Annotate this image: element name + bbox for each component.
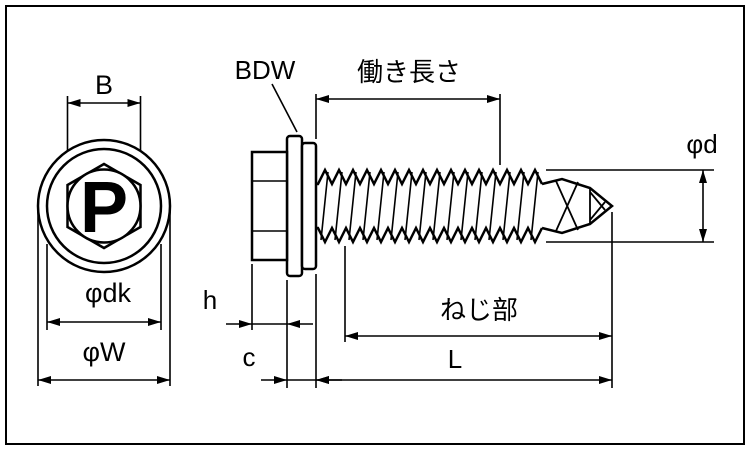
side-view: BDW 働き長さ φd h c ねじ部 L	[203, 55, 718, 388]
dim-label-phi-d: φd	[686, 129, 717, 159]
bdw-leader-line	[271, 83, 298, 133]
drill-point-outline	[541, 177, 614, 235]
dim-label-l: L	[448, 344, 462, 374]
head-top-circle	[66, 168, 142, 244]
hex-head-side	[250, 150, 289, 262]
thread-top-profile	[316, 167, 544, 187]
head-marking: P	[80, 168, 128, 248]
dim-label-phi-dk: φdk	[85, 278, 132, 308]
thread-helix-lines	[320, 171, 539, 241]
dim-label-b: B	[95, 70, 113, 100]
washer-metal-plate	[285, 134, 304, 278]
dim-label-h: h	[203, 285, 217, 315]
drill-point-flutes	[555, 180, 606, 232]
label-working-length: 働き長さ	[357, 57, 461, 87]
dim-label-c: c	[243, 342, 256, 372]
dim-label-phi-w: φW	[83, 337, 127, 367]
front-view: P B φdk φW	[36, 70, 172, 386]
label-thread-portion: ねじ部	[440, 295, 518, 325]
drawing-border	[5, 5, 745, 445]
label-bdw: BDW	[235, 55, 296, 85]
washer-rubber-plate	[300, 141, 318, 271]
